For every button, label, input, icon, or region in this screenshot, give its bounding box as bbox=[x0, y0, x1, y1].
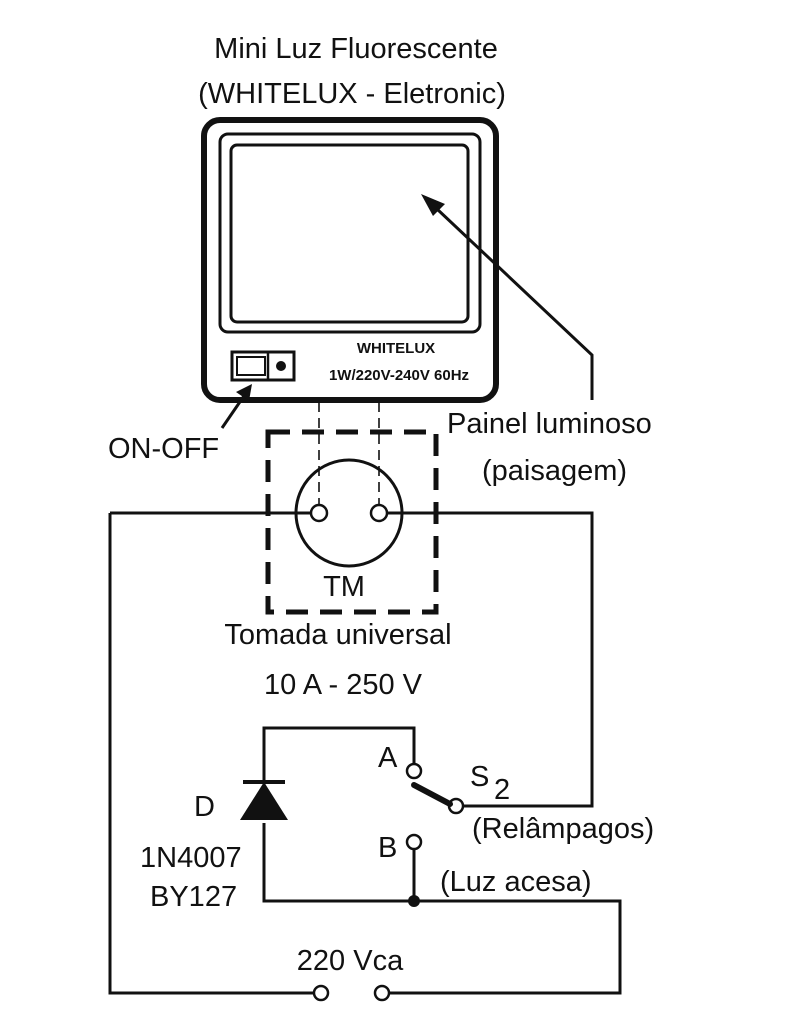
supply-terminal-right bbox=[373, 984, 391, 1002]
panel-pointer-arrow bbox=[421, 194, 594, 400]
relampagos-label: (Relâmpagos) bbox=[472, 813, 654, 845]
switch-terminal-a-label: A bbox=[378, 742, 398, 774]
socket-terminal-right bbox=[369, 503, 389, 523]
switch-terminal-a bbox=[405, 762, 423, 780]
switch-terminal-b bbox=[405, 833, 423, 851]
switch-ref-subscript: 2 bbox=[494, 774, 510, 806]
socket-terminal-left bbox=[309, 503, 329, 523]
socket-label-line-2: 10 A - 250 V bbox=[264, 669, 423, 701]
supply-voltage-label: 220 Vca bbox=[297, 945, 404, 977]
on-off-pointer-arrow bbox=[220, 384, 252, 429]
panel-label-line-2: (paisagem) bbox=[482, 455, 627, 487]
on-off-label: ON-OFF bbox=[108, 433, 219, 465]
luminous-panel bbox=[229, 143, 470, 324]
socket-label-line-1: Tomada universal bbox=[224, 619, 451, 651]
switch-terminal-b-label: B bbox=[378, 832, 397, 864]
device-brand-label: WHITELUX bbox=[357, 340, 435, 357]
luz-acesa-label: (Luz acesa) bbox=[440, 866, 592, 898]
diode-ref-label: D bbox=[194, 791, 215, 823]
switch-ref-label: S bbox=[470, 761, 489, 793]
on-off-switch bbox=[230, 350, 296, 382]
universal-socket-outline bbox=[265, 429, 439, 615]
title-line-1: Mini Luz Fluorescente bbox=[214, 33, 498, 65]
junction-node bbox=[408, 895, 420, 907]
panel-label-line-1: Painel luminoso bbox=[447, 408, 652, 440]
lamp-panel-bezel bbox=[218, 132, 482, 334]
diode-part-1-label: 1N4007 bbox=[140, 842, 242, 874]
title-line-2: (WHITELUX - Eletronic) bbox=[198, 78, 506, 110]
circuit-wires bbox=[108, 511, 622, 995]
socket-code-label: TM bbox=[323, 571, 365, 603]
device-rating-label: 1W/220V-240V 60Hz bbox=[329, 367, 469, 384]
mini-fluorescent-lamp: WHITELUX 1W/220V-240V 60Hz bbox=[201, 117, 499, 403]
switch-s2 bbox=[405, 762, 465, 851]
supply-terminal-left bbox=[312, 984, 330, 1002]
switch-lever bbox=[411, 782, 453, 807]
diode-part-2-label: BY127 bbox=[150, 881, 237, 913]
lamp-outer-frame bbox=[201, 117, 499, 403]
diode-symbol bbox=[240, 780, 288, 820]
